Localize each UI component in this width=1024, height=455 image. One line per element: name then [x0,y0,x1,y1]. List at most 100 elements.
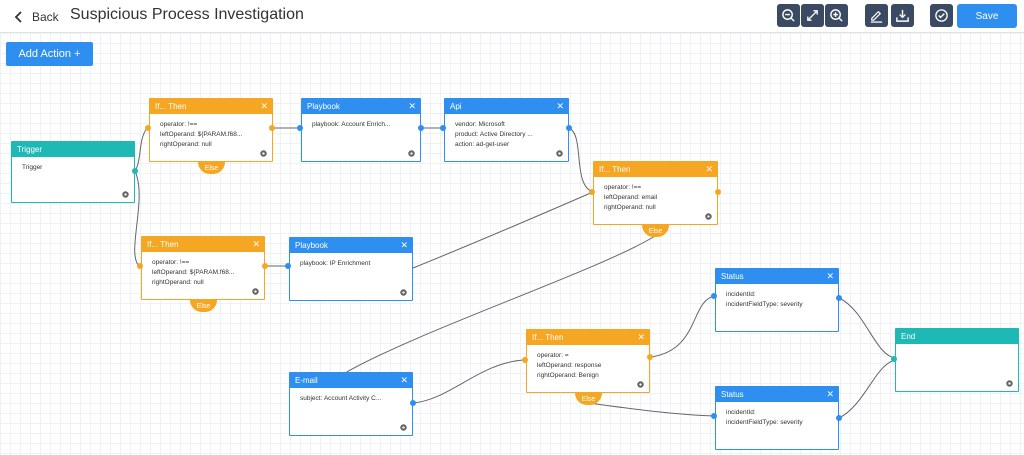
node-playbook-1[interactable]: Playbook ✕ playbook: Account Enrich... [301,98,421,162]
node-if-then-4[interactable]: If... Then ✕ operator: = leftOperand: res… [526,329,650,393]
node-email[interactable]: E-mail ✕ subject: Account Activity C... [289,372,413,436]
node-line: product: Active Directory ... [455,131,533,138]
node-line: playbook: IP Enrichment [300,260,371,267]
validate-button[interactable] [930,4,953,27]
node-line: incidentFieldType: severity [726,301,803,308]
node-line: action: ad-get-user [455,141,510,148]
gear-icon[interactable] [251,287,260,296]
input-port[interactable] [891,356,897,362]
node-line: rightOperand: null [604,204,656,211]
node-playbook-2[interactable]: Playbook✕ playbook: IP Enrichment [289,237,413,301]
chevron-left-icon [14,11,22,23]
node-line: operator: !== [152,259,190,266]
input-port[interactable] [145,125,151,131]
gear-icon[interactable] [555,149,564,158]
node-api[interactable]: Api✕ vendor: Microsoft product: Active D… [444,98,569,162]
node-title: Playbook [307,102,340,111]
close-icon[interactable]: ✕ [556,101,564,111]
node-line: rightOperand: null [152,279,204,286]
node-title: Status [721,390,744,399]
node-line: operator: = [537,352,569,359]
input-port[interactable] [522,357,528,363]
output-port[interactable] [262,263,268,269]
node-line: operator: !== [604,184,642,191]
node-line: incidentId: [726,291,756,298]
node-title: If... Then [532,333,564,342]
node-line: playbook: Account Enrich... [312,121,391,128]
edit-button[interactable] [865,4,888,27]
node-if-then-2[interactable]: If... Then✕ operator: !== leftOperand: $… [141,236,265,300]
output-port[interactable] [269,125,275,131]
input-port[interactable] [440,125,446,131]
close-icon[interactable]: ✕ [408,101,416,111]
zoom-in-button[interactable] [825,4,848,27]
node-status-1[interactable]: Status ✕ incidentId: incidentFieldType: s… [715,268,839,332]
download-button[interactable] [891,4,914,27]
gear-icon[interactable] [1005,379,1014,388]
close-icon[interactable]: ✕ [705,164,713,174]
else-branch[interactable]: Else [575,393,602,405]
node-title: Api [450,102,462,111]
input-port[interactable] [711,293,717,299]
gear-icon[interactable] [399,288,408,297]
node-line: rightOperand: Benign [537,372,599,379]
else-branch[interactable]: Else [642,225,669,237]
input-port[interactable] [285,263,291,269]
node-end[interactable]: End [895,328,1019,392]
node-title: Status [721,272,744,281]
close-icon[interactable]: ✕ [637,332,645,342]
back-label: Back [32,10,59,24]
top-bar: Back Suspicious Process Investigation Sa… [0,0,1024,33]
check-circle-icon [935,9,948,22]
node-trigger[interactable]: Trigger Trigger [11,141,135,203]
output-port[interactable] [410,400,416,406]
close-icon[interactable]: ✕ [826,389,834,399]
gear-icon[interactable] [636,380,645,389]
output-port[interactable] [836,415,842,421]
node-line: incidentFieldType: severity [726,419,803,426]
save-button[interactable]: Save [957,4,1017,28]
input-port[interactable] [711,413,717,419]
input-port[interactable] [137,263,143,269]
node-line: leftOperand: email [604,194,658,201]
output-port[interactable] [836,295,842,301]
zoom-in-icon [830,9,843,22]
gear-icon[interactable] [399,423,408,432]
node-if-then-1[interactable]: If... Then ✕ operator: !== leftOperand: $… [149,98,273,162]
close-icon[interactable]: ✕ [260,101,268,111]
gear-icon[interactable] [407,149,416,158]
close-icon[interactable]: ✕ [252,239,260,249]
else-branch[interactable]: Else [198,162,225,174]
node-title: End [901,332,916,341]
node-status-2[interactable]: Status✕ incidentId: incidentFieldType: s… [715,386,839,450]
edit-icon [870,10,883,23]
else-branch[interactable]: Else [190,300,217,312]
output-port[interactable] [566,125,572,131]
add-action-button[interactable]: Add Action + [6,42,93,66]
gear-icon[interactable] [121,190,130,199]
fit-icon [807,10,818,21]
node-title: E-mail [295,376,318,385]
back-button[interactable]: Back [14,8,59,26]
output-port[interactable] [647,354,653,360]
close-icon[interactable]: ✕ [826,271,834,281]
gear-icon[interactable] [259,149,268,158]
zoom-out-icon [782,9,795,22]
gear-icon[interactable] [704,212,713,221]
output-port[interactable] [132,168,138,174]
output-port[interactable] [715,189,721,195]
node-line: subject: Account Activity C... [300,395,382,402]
node-line: operator: !== [160,121,198,128]
output-port[interactable] [418,125,424,131]
node-title: If... Then [155,102,187,111]
node-title: If... Then [147,240,179,249]
input-port[interactable] [297,125,303,131]
close-icon[interactable]: ✕ [400,240,408,250]
node-line: leftOperand: response [537,362,602,369]
node-line: leftOperand: ${PARAM.f68... [160,131,243,138]
zoom-out-button[interactable] [777,4,800,27]
input-port[interactable] [589,189,595,195]
node-if-then-3[interactable]: If... Then✕ operator: !== leftOperand: e… [593,161,718,225]
fit-view-button[interactable] [801,4,824,27]
close-icon[interactable]: ✕ [400,375,408,385]
